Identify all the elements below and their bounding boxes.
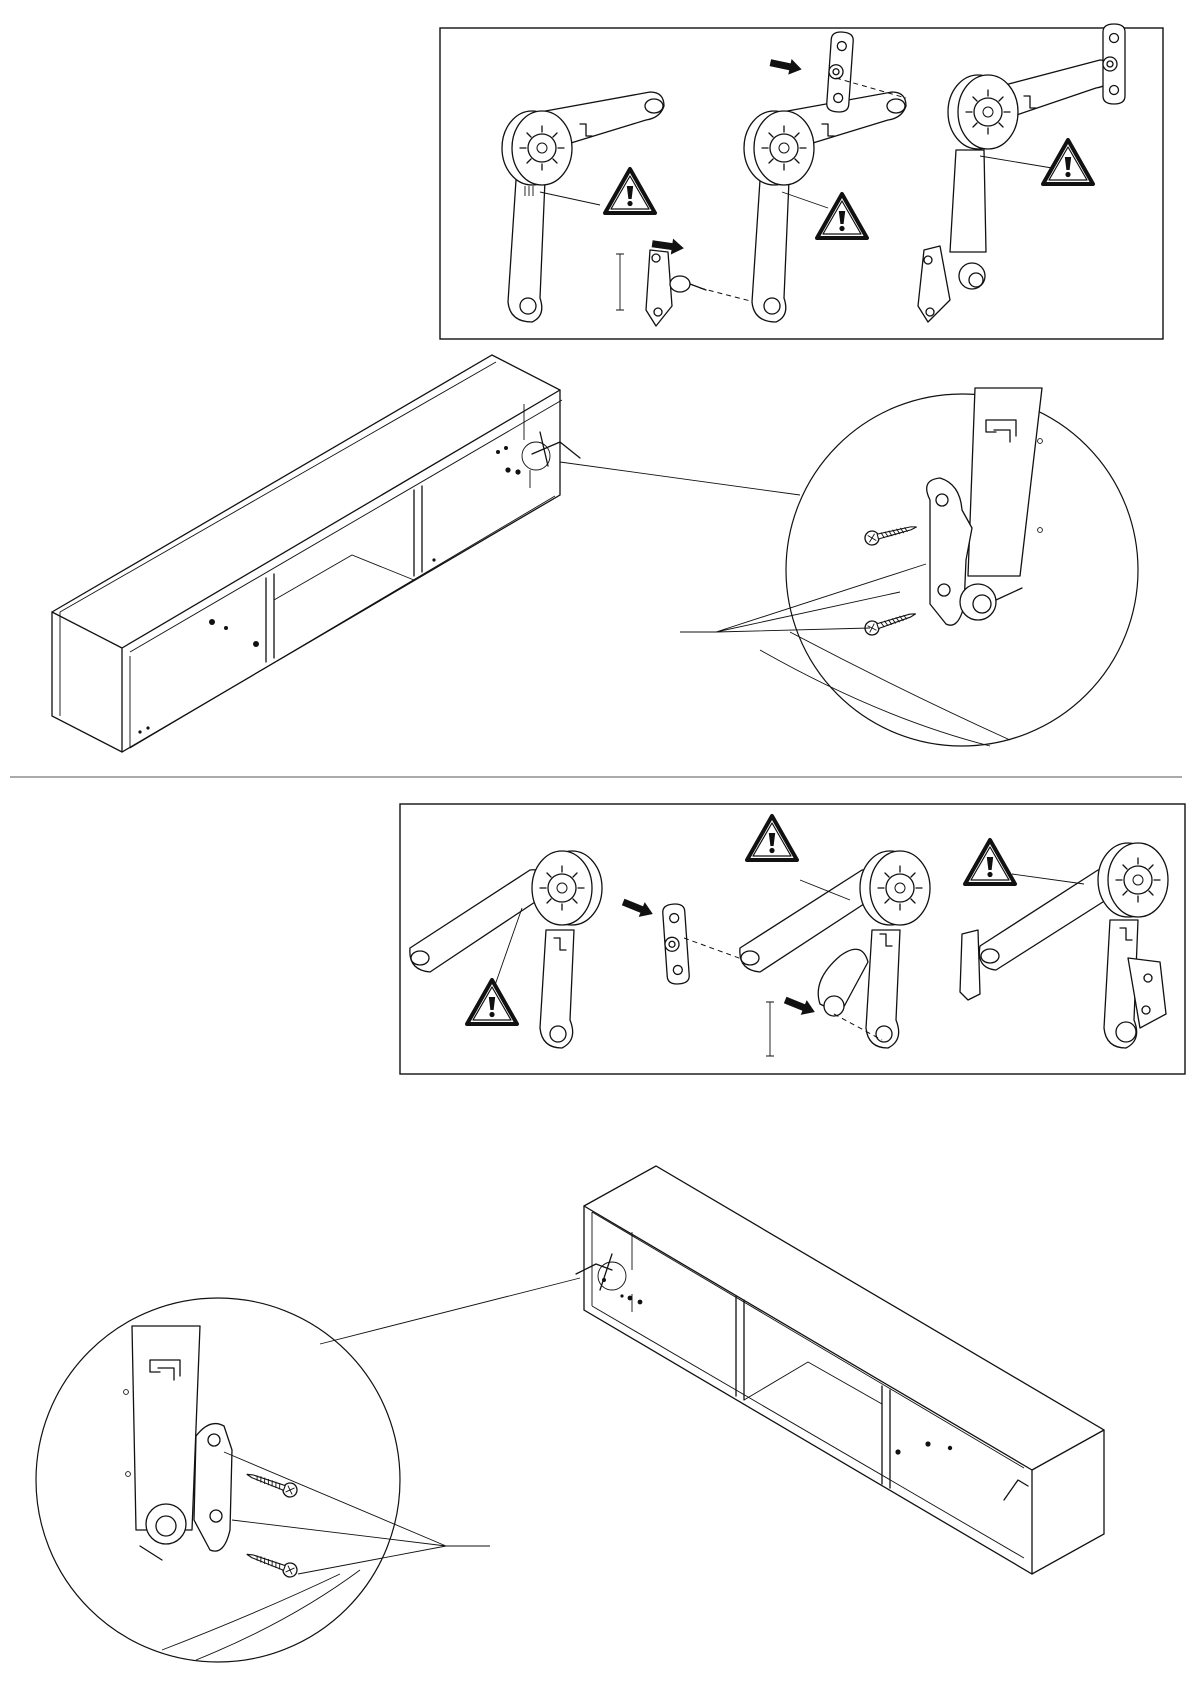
- arrow-icon: [769, 55, 804, 77]
- arrow-icon: [782, 993, 818, 1020]
- warning-triangle-icon: [467, 980, 517, 1024]
- warning-triangle-icon: [817, 194, 867, 238]
- lower-lift-figure-2: [740, 851, 930, 1056]
- lower-cabinet: [576, 1166, 1104, 1574]
- arrow-icon: [620, 895, 656, 922]
- warning-triangle-icon: [605, 169, 655, 213]
- warning-triangle-icon: [965, 840, 1015, 884]
- upper-detail-view: [560, 388, 1138, 746]
- upper-mount-plate-1: [616, 250, 770, 326]
- lower-detail-view: [36, 1278, 580, 1662]
- upper-lift-figure-3: [918, 24, 1125, 322]
- upper-cabinet: [52, 355, 580, 752]
- lower-mount-plate-1: [662, 903, 750, 984]
- warning-triangle-icon: [1043, 140, 1093, 184]
- warning-triangle-icon: [747, 816, 797, 860]
